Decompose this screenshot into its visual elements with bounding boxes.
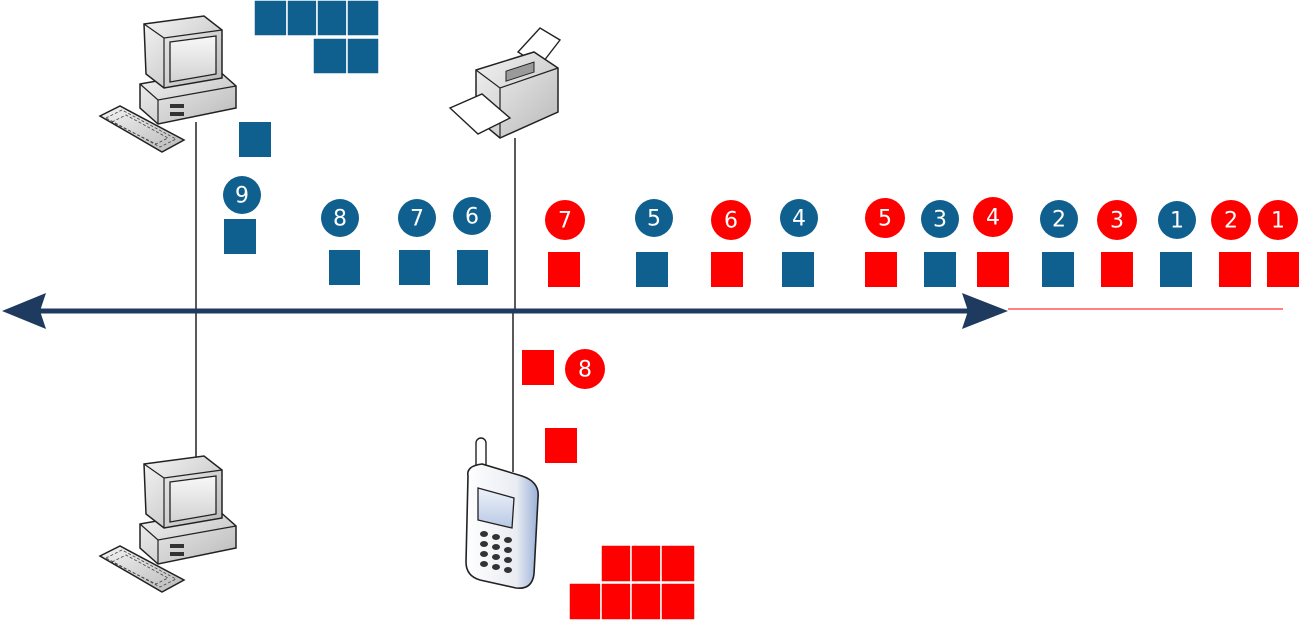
blue-sequence-badge: 3: [921, 200, 959, 238]
blue-packet: [782, 252, 814, 287]
badge-label: 1: [1271, 209, 1285, 234]
badge-label: 7: [410, 207, 424, 232]
blue-sequence-badge: 1: [1158, 201, 1196, 239]
blue-packet: [457, 250, 488, 285]
mobile-phone-icon[interactable]: [465, 437, 539, 590]
badge-label: 6: [724, 209, 738, 234]
network-bus: [2, 293, 1008, 329]
red-packet: [548, 252, 580, 287]
badge-label: 6: [465, 205, 479, 230]
red-message-stack: [568, 544, 696, 620]
badge-label: 7: [558, 209, 572, 234]
red-packet: [865, 252, 897, 287]
blue-sequence-badge: 7: [398, 199, 436, 237]
red-packet: [977, 252, 1009, 287]
red-packet: [1267, 252, 1299, 287]
badge-label: 4: [792, 207, 806, 232]
blue-sequence-badge: 9: [223, 176, 261, 214]
badge-label: 1: [1170, 209, 1184, 234]
red-packet: [522, 350, 554, 385]
blue-packet: [636, 252, 668, 287]
red-sequence-badge: 5: [865, 198, 905, 238]
red-sequence-badge: 3: [1097, 200, 1137, 240]
red-packet: [545, 428, 577, 463]
blue-packet: [224, 219, 256, 254]
blue-sequence-badge: 2: [1040, 200, 1078, 238]
blue-sequence-badge: 4: [780, 199, 818, 237]
red-packet: [1219, 252, 1251, 287]
badge-label: 4: [986, 206, 1000, 231]
blue-packet: [329, 250, 360, 285]
red-sequence-badge: 1: [1258, 200, 1298, 240]
blue-message-stack: [253, 0, 380, 75]
blue-packet: [924, 252, 956, 287]
blue-packet: [399, 250, 430, 285]
blue-packet: [239, 122, 271, 157]
badge-label: 8: [578, 358, 592, 383]
badge-label: 2: [1052, 208, 1066, 233]
printer-icon[interactable]: [448, 27, 562, 139]
blue-packet: [1160, 252, 1192, 287]
badge-label: 3: [1110, 209, 1124, 234]
bus-packets: [329, 250, 1299, 287]
red-sequence-badge: 7: [545, 200, 585, 240]
red-sequence-badge: 8: [565, 349, 605, 389]
badge-label: 9: [235, 184, 249, 209]
blue-sequence-badge: 6: [453, 197, 491, 235]
red-sequence-badge: 6: [711, 200, 751, 240]
badge-label: 2: [1224, 209, 1238, 234]
desktop-computer-icon[interactable]: [98, 455, 237, 593]
red-sequence-badge: 2: [1211, 200, 1251, 240]
badge-label: 8: [333, 207, 347, 232]
red-packet: [1101, 252, 1133, 287]
red-sequence-badge: 4: [973, 197, 1013, 237]
desktop-computer-icon[interactable]: [98, 15, 237, 153]
badge-label: 5: [878, 207, 892, 232]
blue-packet: [1042, 252, 1074, 287]
badge-label: 3: [933, 208, 947, 233]
badge-label: 5: [647, 207, 661, 232]
red-packet: [711, 252, 743, 287]
blue-sequence-badge: 5: [635, 199, 673, 237]
blue-sequence-badge: 8: [321, 199, 359, 237]
